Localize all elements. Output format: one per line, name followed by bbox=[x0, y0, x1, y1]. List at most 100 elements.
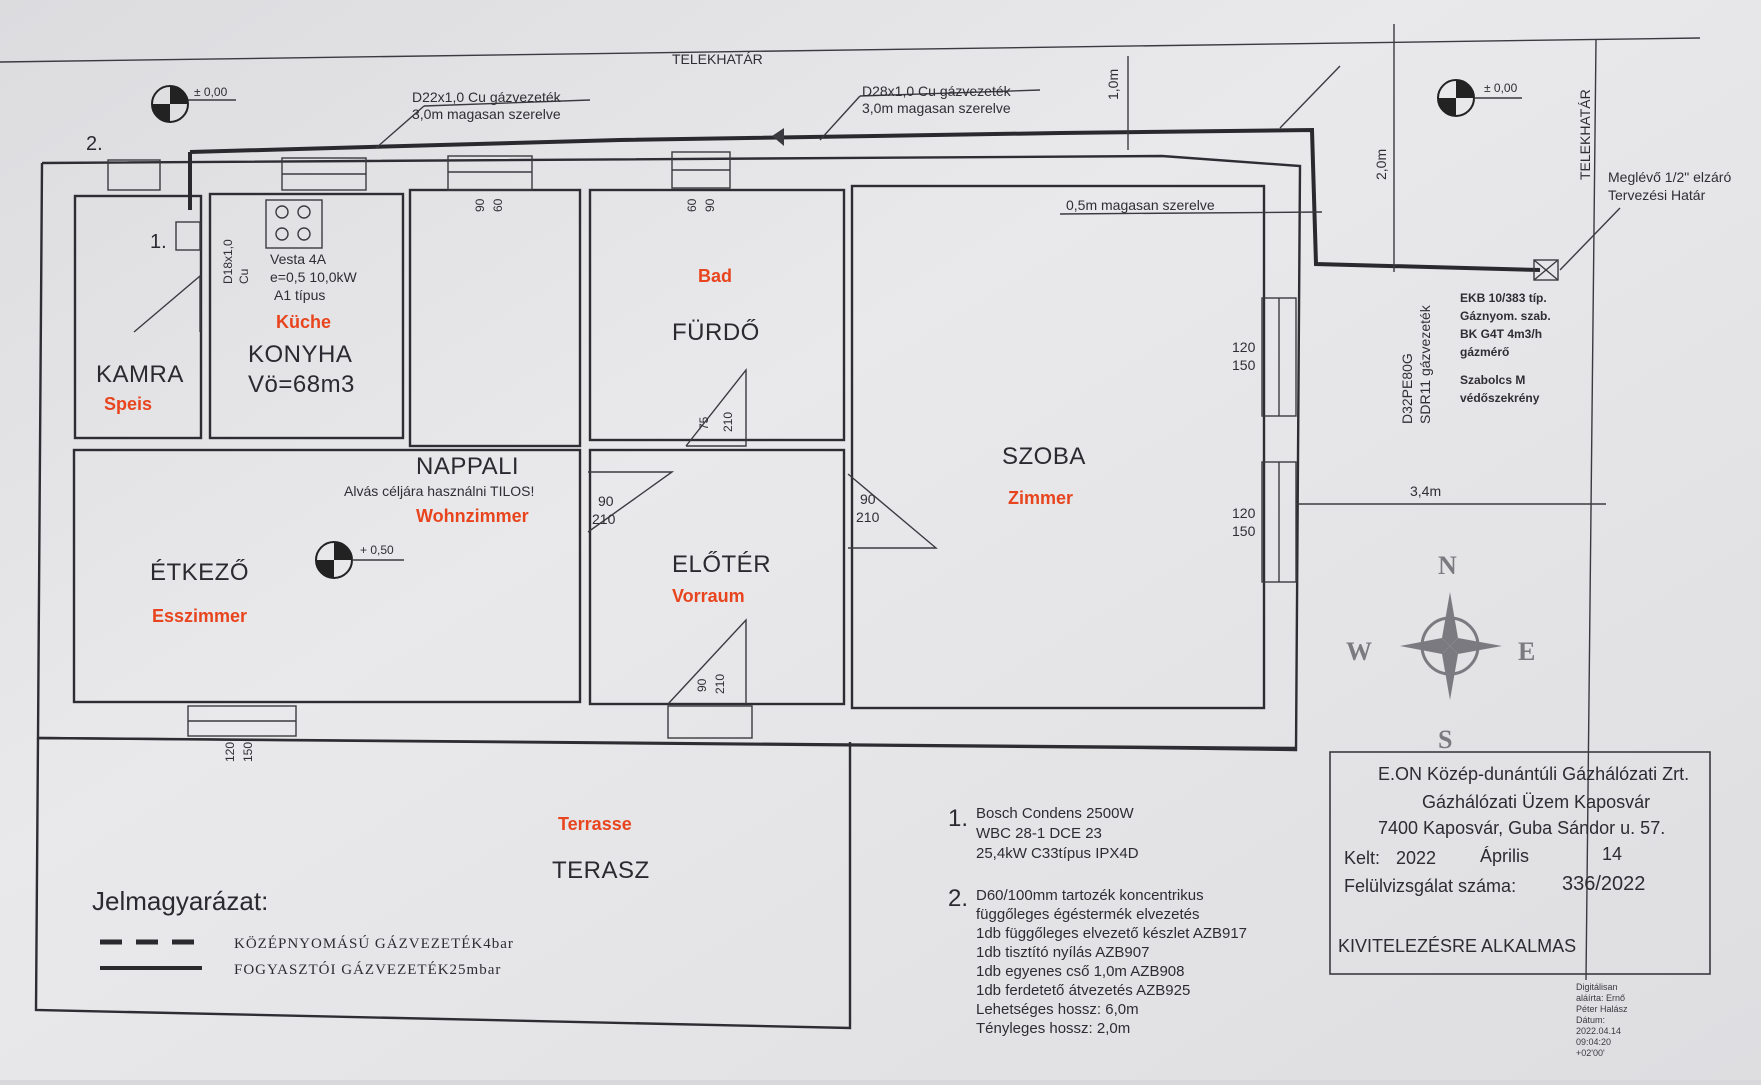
note-2-line7: Lehetséges hossz: 6,0m bbox=[976, 1001, 1139, 1018]
door-height-left: 210 bbox=[592, 511, 616, 527]
door-width-left: 90 bbox=[598, 493, 614, 509]
compass-rose-icon bbox=[1400, 592, 1502, 700]
compass-west: W bbox=[1346, 637, 1372, 666]
room-kamra-walls bbox=[73, 194, 203, 440]
burner-icon bbox=[275, 227, 289, 241]
stamp-day: 14 bbox=[1602, 844, 1622, 864]
marker-1: 1. bbox=[150, 231, 167, 253]
meter-box-line5: Szabolcs M bbox=[1460, 373, 1525, 387]
stamp-month: Április bbox=[1480, 846, 1529, 866]
room-label-konyha-volume: Vö=68m3 bbox=[248, 371, 355, 398]
bath-door-width: 75 bbox=[697, 416, 711, 430]
bottom-window-height: 150 bbox=[241, 742, 255, 762]
legend-title: Jelmagyarázat: bbox=[92, 886, 268, 916]
pipe1-label: D22x1,0 Cu gázvezeték bbox=[412, 89, 562, 105]
level-label-left: ± 0,00 bbox=[194, 85, 228, 99]
svg-text:+02'00': +02'00' bbox=[1576, 1048, 1605, 1058]
room-label-etkezo: ÉTKEZŐ bbox=[150, 559, 249, 586]
window-dim-c: 60 bbox=[685, 198, 699, 212]
compass-south: S bbox=[1438, 725, 1452, 754]
boundary-label-right: TELEKHATÁR bbox=[1577, 89, 1593, 180]
stove-type: A1 típus bbox=[274, 287, 325, 303]
meter-box-line2: Gáznyom. szab. bbox=[1460, 309, 1551, 323]
room-label-kamra-de: Speis bbox=[104, 394, 152, 414]
window-width-1: 120 bbox=[1232, 339, 1256, 355]
stove-symbol bbox=[265, 199, 323, 249]
room-konyha-walls bbox=[208, 192, 405, 440]
stamp-company: E.ON Közép-dunántúli Gázhálózati Zrt. bbox=[1378, 764, 1689, 784]
room-eloter-walls bbox=[588, 448, 846, 706]
gas-meter-symbol bbox=[1533, 207, 1621, 281]
svg-text:Péter Halász: Péter Halász bbox=[1576, 1004, 1628, 1014]
room-furdo-walls bbox=[588, 188, 846, 442]
existing-valve-label: Meglévő 1/2" elzáró bbox=[1608, 169, 1731, 185]
room-label-eloter-de: Vorraum bbox=[672, 586, 745, 606]
meter-box-line4: gázmérő bbox=[1460, 345, 1509, 359]
room-label-konyha-de: Küche bbox=[276, 312, 331, 332]
note-2-line5: 1db egyenes cső 1,0m AZB908 bbox=[976, 963, 1184, 980]
meter-box-line1: EKB 10/383 típ. bbox=[1460, 291, 1547, 305]
building-outline bbox=[34, 154, 1302, 1030]
vertical-cu-label-2: Cu bbox=[237, 269, 251, 284]
meter-box-line3: BK G4T 4m3/h bbox=[1460, 327, 1542, 341]
note-1-line1: Bosch Condens 2500W bbox=[976, 805, 1134, 822]
level-label-dining: + 0,50 bbox=[360, 543, 394, 557]
room-label-etkezo-de: Esszimmer bbox=[152, 606, 247, 626]
pipe2-height: 3,0m magasan szerelve bbox=[862, 100, 1011, 116]
stamp-unit: Gázhálózati Üzem Kaposvár bbox=[1422, 792, 1650, 812]
door-swings bbox=[133, 274, 938, 705]
svg-text:09:04:20: 09:04:20 bbox=[1576, 1037, 1611, 1047]
entry-door-height: 210 bbox=[713, 674, 727, 694]
burner-icon bbox=[297, 227, 311, 241]
dimension-1m: 1,0m bbox=[1105, 69, 1121, 100]
bottom-window-width: 120 bbox=[223, 742, 237, 762]
bath-door-height: 210 bbox=[721, 412, 735, 432]
door-width-right: 90 bbox=[860, 491, 876, 507]
door-height-right: 210 bbox=[856, 509, 880, 525]
window-width-2: 120 bbox=[1232, 505, 1256, 521]
window-height-1: 150 bbox=[1232, 357, 1256, 373]
compass-north: N bbox=[1438, 551, 1457, 580]
entry-door-width: 90 bbox=[695, 678, 709, 692]
nappali-warning: Alvás céljára használni TILOS! bbox=[344, 483, 534, 499]
room-label-konyha: KONYHA bbox=[248, 341, 352, 368]
window-dim-a: 90 bbox=[473, 198, 487, 212]
room-label-szoba-de: Zimmer bbox=[1008, 488, 1073, 508]
room-label-szoba: SZOBA bbox=[1002, 443, 1086, 470]
note-2-line4: 1db tisztító nyílás AZB907 bbox=[976, 944, 1149, 961]
compass-east: E bbox=[1518, 637, 1535, 666]
level-marker-dining bbox=[315, 541, 404, 579]
stamp-address: 7400 Kaposvár, Guba Sándor u. 57. bbox=[1378, 818, 1665, 838]
boundary-line-top bbox=[0, 37, 1701, 63]
digital-signature: Digitálisan aláírta: Ernő Péter Halász D… bbox=[1576, 982, 1628, 1058]
design-limit-label: Tervezési Határ bbox=[1608, 187, 1706, 203]
marker-2: 2. bbox=[86, 133, 103, 155]
stamp-review-number: 336/2022 bbox=[1562, 873, 1645, 895]
room-label-nappali: NAPPALI bbox=[416, 453, 519, 480]
svg-text:aláírta: Ernő: aláírta: Ernő bbox=[1576, 993, 1625, 1003]
room-label-furdo-de: Bad bbox=[698, 266, 732, 286]
pe-pipe-label: D32PE80G bbox=[1399, 353, 1415, 424]
note-2-line8: Tényleges hossz: 2,0m bbox=[976, 1020, 1130, 1037]
window-dim-d: 90 bbox=[703, 198, 717, 212]
gas-pipe-route bbox=[188, 24, 1606, 505]
legend-item-medium-pressure: KÖZÉPNYOMÁSÚ GÁZVEZETÉK4bar bbox=[234, 935, 514, 952]
room-label-nappali-de: Wohnzimmer bbox=[416, 506, 529, 526]
note-2-line3: 1db függőleges elvezető készlet AZB917 bbox=[976, 925, 1247, 942]
pe-pipe-label-2: SDR11 gázvezeték bbox=[1417, 304, 1433, 424]
boundary-line-right bbox=[1585, 39, 1597, 981]
burner-icon bbox=[297, 205, 311, 219]
level-label-right: ± 0,00 bbox=[1484, 81, 1518, 95]
room-szoba-walls bbox=[850, 184, 1266, 710]
boiler-symbol bbox=[175, 221, 201, 251]
burner-icon bbox=[275, 205, 289, 219]
meter-box-line6: védőszekrény bbox=[1460, 391, 1540, 405]
pipe1-height: 3,0m magasan szerelve bbox=[412, 106, 561, 122]
interior-walls bbox=[72, 184, 1266, 710]
room-pipe-height: 0,5m magasan szerelve bbox=[1066, 197, 1215, 213]
note-2-line6: 1db ferdetető átvezetés AZB925 bbox=[976, 982, 1190, 999]
approval-stamp-box bbox=[1329, 751, 1711, 975]
stamp-year: 2022 bbox=[1396, 848, 1436, 868]
